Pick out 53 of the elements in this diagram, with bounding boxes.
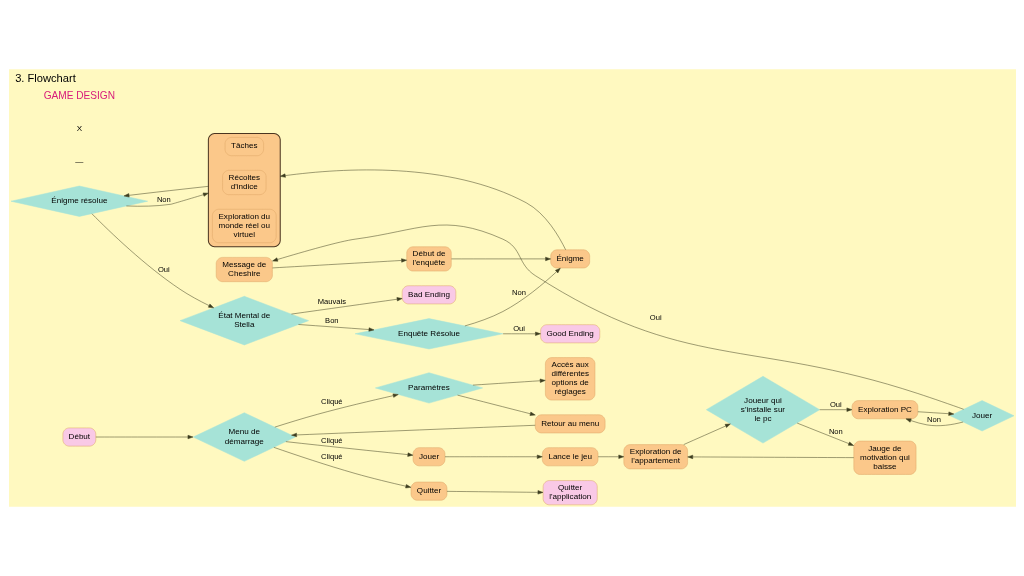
node-diamond: Joueur qui s'installe sur le pc	[705, 376, 820, 444]
arrow	[682, 423, 731, 445]
arrow	[297, 324, 374, 332]
arrow	[686, 454, 854, 459]
node-diamond: Énigme résolue	[10, 185, 148, 217]
arrow	[450, 256, 551, 261]
arrow	[285, 441, 413, 457]
node-box: Jauge de motivation qui baisse	[853, 440, 916, 475]
arrow	[446, 490, 543, 495]
arrow	[271, 224, 964, 410]
node-box: Retour au menu	[534, 414, 605, 434]
arrow	[502, 331, 541, 336]
arrow	[95, 435, 193, 440]
arrow	[464, 267, 561, 327]
node-box: Exploration du monde réel ou virtuel	[211, 209, 276, 243]
arrow	[125, 192, 209, 207]
node-diamond: Paramètres	[374, 372, 483, 404]
arrow	[290, 425, 535, 437]
node-box: Jouer	[412, 447, 445, 467]
diagram-title: 3. Flowchart	[14, 72, 76, 85]
arrow	[796, 422, 854, 446]
arrow	[271, 258, 407, 269]
arrow	[123, 186, 209, 198]
label: X	[76, 124, 82, 134]
node-box: Début	[62, 427, 96, 447]
node-box: Exploration PC	[851, 400, 918, 420]
node-box: Quitter l'application	[542, 480, 597, 506]
arrow	[274, 393, 398, 428]
arrow	[597, 454, 624, 459]
arrow	[818, 407, 852, 412]
node-box: Exploration de l'appartement	[623, 444, 688, 470]
arrow	[290, 297, 402, 315]
node-box: Message de Cheshire	[215, 257, 273, 282]
node-box: Lance le jeu	[541, 447, 598, 467]
node-box: Good Ending	[539, 324, 600, 344]
node-diamond: Enquête Résolue	[354, 318, 503, 350]
arrow	[273, 447, 411, 489]
node-box: Quitter	[410, 481, 447, 501]
arrow	[905, 418, 963, 426]
arrow	[279, 169, 566, 250]
arrow	[917, 411, 954, 416]
arrow	[444, 454, 543, 459]
arrow	[456, 394, 535, 416]
arrow	[91, 213, 214, 309]
node-diamond: État Mental de Stella	[179, 296, 309, 346]
node-box: Énigme	[549, 249, 590, 269]
node-box: Accès aux différentes options de réglages	[544, 357, 595, 401]
arrow	[472, 378, 545, 386]
node-box: Bad Ending	[401, 285, 456, 305]
label: GAME DESIGN	[43, 90, 115, 101]
node-box: Début de l'enquête	[406, 246, 452, 272]
cluster	[207, 132, 281, 248]
label: —	[74, 157, 83, 167]
